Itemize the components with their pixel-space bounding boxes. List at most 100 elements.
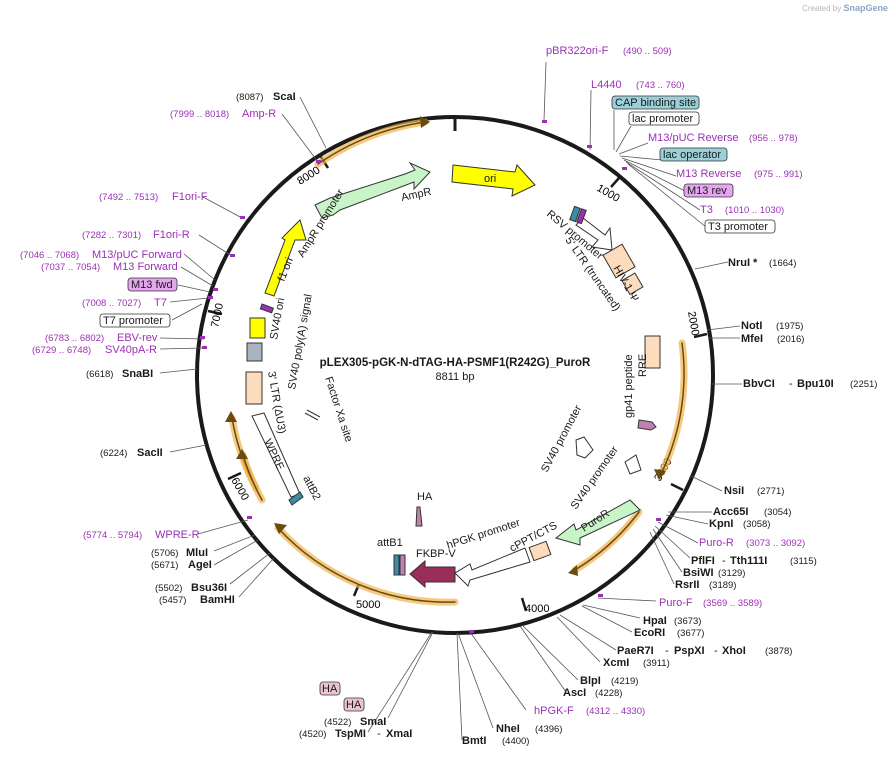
acc65i-coord: (3054) [764,507,791,518]
fkbp-label: FKBP-V [416,548,456,560]
f1ori-r-label: F1ori-R [153,229,190,241]
blpi-label: BlpI [580,675,601,687]
factor-xa-label: Factor Xa site [322,375,354,443]
tspmi-coord: (4520) [299,729,326,740]
site-labels-left: HA HA (4522) SmaI (4520) TspMI - XmaI (5… [20,91,412,740]
svg-text:-: - [789,378,793,390]
cap-label: CAP binding site [615,97,696,109]
svg-text:-: - [722,555,726,567]
m13-box [576,208,587,225]
lacop-box [659,147,728,162]
l4440-coord: (743 .. 760) [636,80,685,91]
ampr-promoter-label: AmpR promoter [295,187,346,259]
m13puc-rev-coord: (956 .. 978) [749,133,798,144]
smai-label: SmaI [360,716,386,728]
attb1-ha-box [399,554,406,576]
nhei-label: NheI [496,723,520,735]
puro-r-label: Puro-R [699,537,734,549]
paer7i-coord: (3878) [765,646,792,657]
leader-lines [159,61,742,741]
ampr-label: AmpR [400,186,432,204]
ampr-primer-label: Amp-R [242,108,276,120]
xcmi-coord: (3911) [643,658,670,669]
plasmid-size: 8811 bp [436,371,475,383]
hpgk-f-coord: (4312 .. 4330) [586,706,645,717]
bamhi-label: BamHI [200,594,235,606]
sv40-ori-label: SV40 ori [268,297,287,341]
t7p-box [99,313,171,328]
ha1-label: HA [322,683,338,695]
sv40-polya-box [246,342,263,362]
wpre-r-label: WPRE-R [155,529,200,541]
noti-label: NotI [741,320,762,332]
bamhi-coord: (5457) [159,595,186,606]
sv40-ori-box [249,317,266,339]
svg-text:-: - [665,645,669,657]
mfei-label: MfeI [741,333,763,345]
svg-text:-: - [714,645,718,657]
ha-box [415,506,423,527]
bsu36i-coord: (5502) [155,583,182,594]
agei-coord: (5671) [151,560,178,571]
puro-r-coord: (3073 .. 3092) [746,538,805,549]
t3-coord: (1010 .. 1030) [725,205,784,216]
m13fwd-box [127,277,178,292]
t7p-label: T7 promoter [103,315,163,327]
nhei-coord: (4396) [535,724,562,735]
gp41-label: gp41 peptide [623,354,635,418]
wpre-r-coord: (5774 .. 5794) [83,530,142,541]
ori-label: ori [484,173,496,185]
cppt-box [528,540,552,562]
tick-4000: 4000 [525,603,549,615]
mlui-coord: (5706) [151,548,178,559]
factor-xa-mark [304,412,319,421]
puro-f-label: Puro-F [659,597,693,609]
pflfi-coord: (3115) [790,556,817,567]
t3-label: T3 [700,204,713,216]
snabi-coord: (6618) [86,369,113,380]
ampr-arrow [314,161,431,219]
lacp-box [628,111,700,126]
bpu10i-label: Bpu10I [797,378,834,390]
tick-6000: 6000 [228,476,251,503]
lacop-label: lac operator [663,149,721,161]
plasmid-name: pLEX305-pGK-N-dTAG-HA-PSMF1(R242G)_PuroR [320,357,591,369]
kpni-label: KpnI [709,518,733,530]
t3p-label: T3 promoter [708,221,768,233]
tick-5000: 5000 [356,599,380,611]
ebv-label: EBV-rev [117,332,158,344]
ha2-label: HA [346,699,362,711]
ha1-box [319,681,341,696]
fkbp-arrow [409,559,456,589]
hiv-psi-box [621,272,644,296]
f1-ori-arrow [264,219,307,297]
credit-prefix: Created by [802,4,842,13]
svg-text:-: - [377,728,381,740]
m13-reverse-label: M13 Reverse [676,168,741,180]
blpi-coord: (4219) [611,676,638,687]
ebv-coord: (6783 .. 6802) [45,333,104,344]
ori-arrow [451,163,536,197]
sv40-promoter-arrow-2 [624,454,642,475]
primer-ticks [200,120,661,633]
cap-box [611,95,700,110]
scai-coord: (8087) [236,92,263,103]
hpai-label: HpaI [643,615,667,627]
sv40-promoter-1-label: SV40 promoter [539,403,584,474]
ltr3-box [245,371,263,405]
m13rev-label: M13 rev [687,185,727,197]
m13puc-fwd-label: M13/pUC Forward [92,249,182,261]
nrui-label: NruI * [728,257,758,269]
nrui-coord: (1664) [769,258,796,269]
snapgene-credit: Created by SnapGene [802,3,888,13]
mfei-coord: (2016) [777,334,804,345]
hpai-coord: (3673) [674,616,701,627]
tick-7000: 7000 [209,302,226,328]
attb2-box [288,491,304,506]
bsiwi-label: BsiWI [683,567,714,579]
mlui-label: MluI [186,547,208,559]
nsii-coord: (2771) [757,486,784,497]
snapgene-logo: SnapGene [843,3,888,13]
hpgk-promoter-arrow [454,547,531,587]
